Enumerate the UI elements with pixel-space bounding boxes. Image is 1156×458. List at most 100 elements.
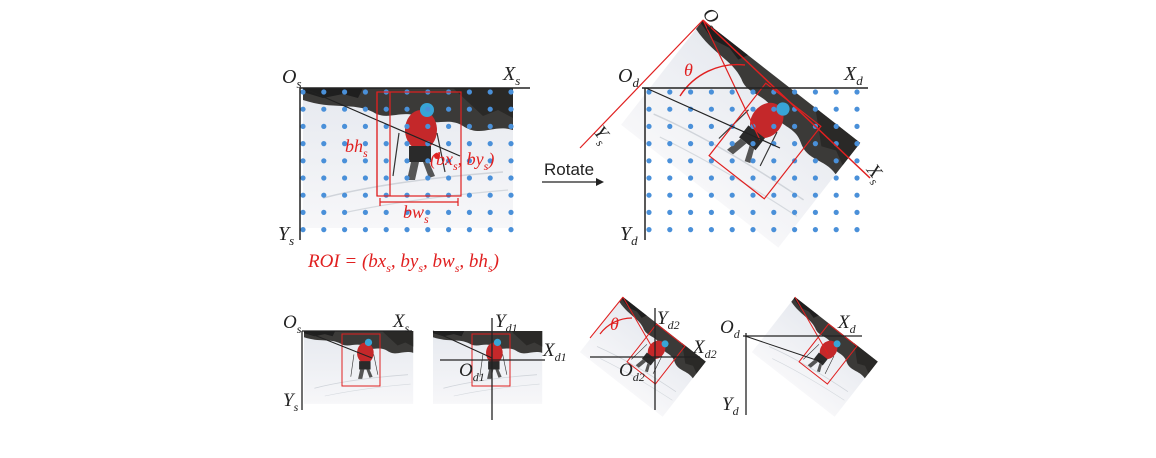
grid-point xyxy=(771,123,777,129)
grid-point xyxy=(750,141,756,147)
rotated-y-label: Ys xyxy=(587,122,616,149)
step-rotate-panel: θ Yd2 Xd2 Od2 xyxy=(579,296,717,418)
grid-point xyxy=(771,106,777,112)
grid-point xyxy=(362,158,368,164)
grid-point xyxy=(362,123,368,129)
grid-point xyxy=(688,123,694,129)
grid-point xyxy=(667,141,673,147)
grid-point xyxy=(508,141,514,147)
grid-point xyxy=(729,158,735,164)
grid-point xyxy=(487,89,493,95)
grid-point xyxy=(708,89,715,95)
grid-point xyxy=(425,123,431,129)
grid-point xyxy=(404,141,410,147)
grid-point xyxy=(446,209,452,215)
grid-point xyxy=(321,158,327,164)
center-ray xyxy=(645,87,781,149)
x-axis-label: Xs xyxy=(392,311,410,335)
center-ray xyxy=(744,335,823,363)
grid-point xyxy=(425,158,431,164)
rotated-axis-left xyxy=(589,296,624,339)
step-translate-panel: Yd1 Xd1 Od1 xyxy=(432,311,567,420)
grid-point xyxy=(771,192,777,198)
source-image-panel: Os Xs Ys bhs bws (bxs, bys) ROI = (bxs, … xyxy=(278,63,530,275)
grid-point xyxy=(321,89,327,95)
grid-point xyxy=(833,106,839,112)
grid-point xyxy=(487,175,493,181)
grid-point xyxy=(466,158,472,164)
grid-point xyxy=(646,175,652,181)
grid-point xyxy=(667,106,673,112)
grid-point xyxy=(321,209,327,215)
rotated-axis xyxy=(794,296,829,355)
grid-point xyxy=(383,106,389,112)
step-result-panel: Od Xd Yd xyxy=(720,296,879,418)
center-coord-label: (bxs, bys) xyxy=(430,149,494,173)
grid-point xyxy=(508,192,514,198)
grid-point xyxy=(771,209,777,215)
roi-formula: ROI = (bxs, bys, bws, bhs) xyxy=(307,251,499,275)
grid-point xyxy=(833,175,839,181)
grid-point xyxy=(321,227,327,233)
grid-point xyxy=(300,175,306,181)
grid-point xyxy=(792,227,798,233)
grid-point xyxy=(508,175,514,181)
grid-point xyxy=(362,192,368,198)
grid-point xyxy=(466,175,472,181)
grid-point xyxy=(342,89,348,95)
grid-point xyxy=(466,141,472,147)
x-axis-label: Xd1 xyxy=(542,340,567,364)
grid-point xyxy=(425,227,431,233)
grid-point xyxy=(708,158,715,164)
grid-point xyxy=(812,106,819,112)
grid-point xyxy=(833,209,839,215)
step-source-panel: Os Xs Ys xyxy=(283,311,414,414)
origin-label: Os xyxy=(282,66,302,91)
grid-point xyxy=(466,123,472,129)
grid-point xyxy=(729,141,735,147)
grid-point xyxy=(425,175,431,181)
x-axis-label: Xd2 xyxy=(692,337,717,361)
grid-point xyxy=(833,123,839,129)
grid-point xyxy=(708,192,715,198)
angle-arc xyxy=(679,63,746,97)
roi-box xyxy=(798,323,858,385)
origin-label: Od1 xyxy=(459,360,485,384)
grid-point xyxy=(404,209,410,215)
grid-point xyxy=(646,209,652,215)
grid-point xyxy=(688,227,694,233)
grid-point xyxy=(321,175,327,181)
grid-point xyxy=(404,158,410,164)
grid-point xyxy=(750,209,756,215)
x-axis-label: Xd xyxy=(843,63,863,88)
roi-center-dot xyxy=(434,153,440,159)
bw-label: bws xyxy=(403,202,429,226)
grid-point xyxy=(362,141,368,147)
grid-point xyxy=(342,227,348,233)
grid-point xyxy=(362,209,368,215)
grid-point xyxy=(383,141,389,147)
grid-point xyxy=(646,89,652,95)
grid-point xyxy=(300,89,306,95)
grid-point xyxy=(404,123,410,129)
grid-point xyxy=(362,106,368,112)
grid-point xyxy=(321,141,327,147)
grid-point xyxy=(750,89,756,95)
grid-point xyxy=(300,123,306,129)
x-axis-label: Xd xyxy=(837,312,857,336)
grid-point xyxy=(487,123,493,129)
y-axis-label: Yd1 xyxy=(495,311,518,335)
grid-point xyxy=(854,158,860,164)
grid-point xyxy=(646,141,652,147)
center-ray xyxy=(303,330,373,359)
grid-point xyxy=(792,123,798,129)
grid-point xyxy=(466,106,472,112)
grid-point xyxy=(383,175,389,181)
grid-point xyxy=(425,192,431,198)
grid-point xyxy=(342,158,348,164)
grid-point xyxy=(425,209,431,215)
grid-point xyxy=(833,158,839,164)
grid-point xyxy=(646,227,652,233)
grid-point xyxy=(688,192,694,198)
